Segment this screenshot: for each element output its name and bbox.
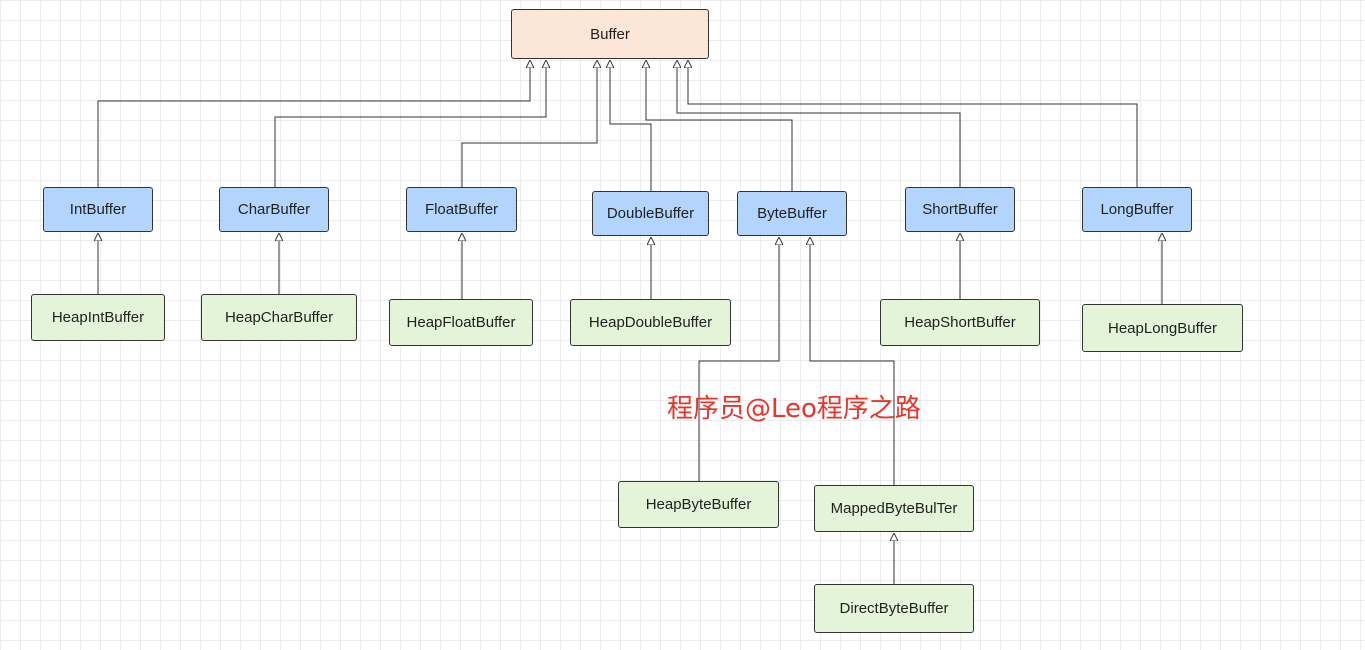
node-label: IntBuffer <box>69 201 127 218</box>
node-shortbuffer[interactable]: ShortBuffer <box>905 187 1015 232</box>
node-label: CharBuffer <box>237 201 311 218</box>
node-label: HeapDoubleBuffer <box>588 314 713 331</box>
node-label: MappedByteBulTer <box>830 500 958 517</box>
node-bytebuffer[interactable]: ByteBuffer <box>737 191 847 236</box>
node-label: ShortBuffer <box>922 201 998 218</box>
node-mappedbytebuffer[interactable]: MappedByteBulTer <box>814 485 974 532</box>
node-charbuffer[interactable]: CharBuffer <box>219 187 329 232</box>
node-buffer[interactable]: Buffer <box>511 9 709 59</box>
watermark-text: 程序员@Leo程序之路 <box>667 394 921 424</box>
node-label: ByteBuffer <box>757 205 827 222</box>
node-heapbytebuffer[interactable]: HeapByteBuffer <box>618 481 779 528</box>
node-label: DoubleBuffer <box>606 205 695 222</box>
edge-floatbuffer-to-buffer <box>461 60 597 187</box>
node-floatbuffer[interactable]: FloatBuffer <box>406 187 517 232</box>
node-label: LongBuffer <box>1100 201 1174 218</box>
node-label: HeapLongBuffer <box>1108 319 1217 337</box>
edge-heapbytebuffer-to-bytebuffer <box>698 237 779 481</box>
edge-doublebuffer-to-buffer <box>610 60 652 191</box>
edge-bytebuffer-to-buffer <box>646 60 793 191</box>
edge-intbuffer-to-buffer <box>97 60 530 187</box>
node-label: HeapCharBuffer <box>224 309 334 326</box>
edge-mappedbytebuffer-to-bytebuffer <box>810 237 895 485</box>
node-heapshortbuffer[interactable]: HeapShortBuffer <box>880 299 1040 346</box>
edge-charbuffer-to-buffer <box>274 60 546 187</box>
node-label: FloatBuffer <box>424 201 499 218</box>
node-directbytebuffer[interactable]: DirectByteBuffer <box>814 584 974 633</box>
edge-shortbuffer-to-buffer <box>677 60 961 187</box>
node-intbuffer[interactable]: IntBuffer <box>43 187 153 232</box>
edge-longbuffer-to-buffer <box>688 60 1138 187</box>
node-label: Buffer <box>590 25 630 43</box>
node-doublebuffer[interactable]: DoubleBuffer <box>592 191 709 236</box>
node-label: DirectByteBuffer <box>839 600 949 617</box>
node-label: HeapIntBuffer <box>51 309 145 326</box>
node-heapfloatbuffer[interactable]: HeapFloatBuffer <box>389 299 533 346</box>
node-longbuffer[interactable]: LongBuffer <box>1082 187 1192 232</box>
node-heapdoublebuffer[interactable]: HeapDoubleBuffer <box>570 299 731 346</box>
node-heapintbuffer[interactable]: HeapIntBuffer <box>31 294 165 341</box>
node-label: HeapFloatBuffer <box>406 314 516 331</box>
node-heapcharbuffer[interactable]: HeapCharBuffer <box>201 294 357 341</box>
node-heaplongbuffer[interactable]: HeapLongBuffer <box>1082 304 1243 352</box>
node-label: HeapShortBuffer <box>904 314 1016 331</box>
node-label: HeapByteBuffer <box>645 496 752 513</box>
